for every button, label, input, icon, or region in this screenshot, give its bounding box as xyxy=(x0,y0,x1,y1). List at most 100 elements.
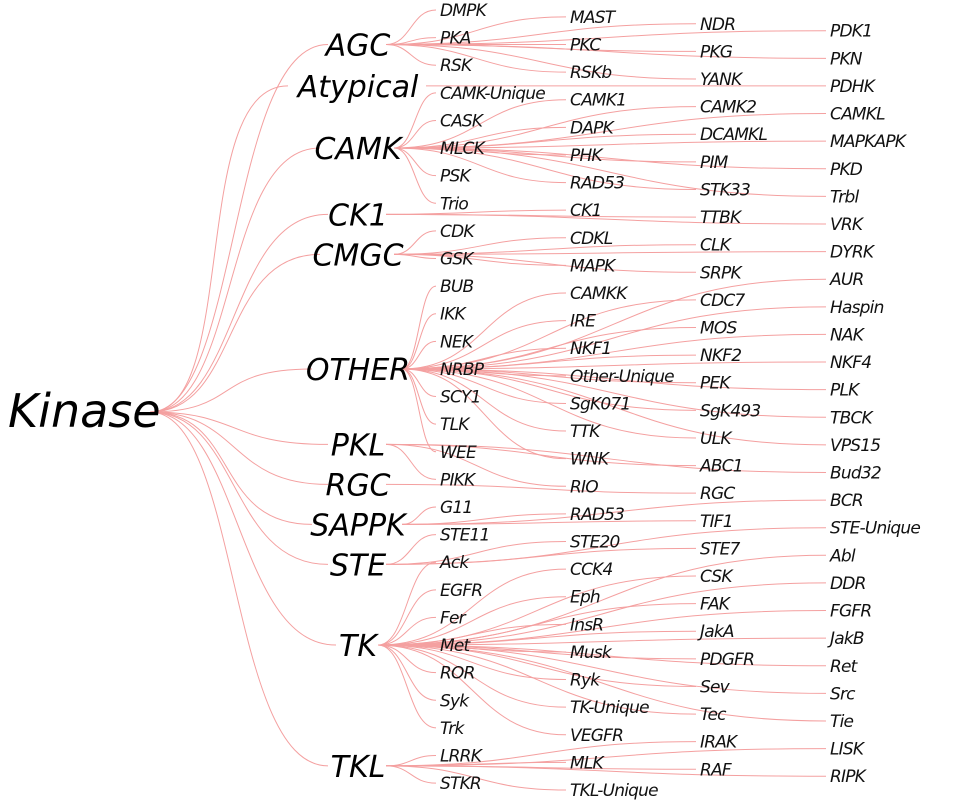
root-edge xyxy=(149,253,321,413)
leaf-label: Ryk xyxy=(570,671,601,691)
leaf-label: Src xyxy=(830,684,856,704)
leaf-label: InsR xyxy=(570,615,603,635)
root-label: Kinase xyxy=(8,384,161,438)
leaf-label: PKG xyxy=(700,42,733,62)
leaf-edge xyxy=(385,44,827,59)
leaf-edge xyxy=(377,561,437,646)
leaf-label: BUB xyxy=(440,277,474,297)
group-label-agc: AGC xyxy=(324,29,391,64)
leaf-edge xyxy=(401,368,697,439)
leaf-label: NKF2 xyxy=(700,346,741,366)
leaf-label: MAPK xyxy=(570,256,617,276)
leaf-label: STE-Unique xyxy=(830,519,920,539)
leaf-edge xyxy=(385,741,697,767)
leaf-label: STKR xyxy=(440,774,481,794)
leaf-label: CASK xyxy=(440,111,485,131)
leaf-edge xyxy=(385,765,827,777)
leaf-label: RGC xyxy=(700,484,735,504)
leaf-label: IRAK xyxy=(700,733,739,753)
leaf-label: JakA xyxy=(697,622,734,642)
leaf-label: PHK xyxy=(570,146,604,166)
leaf-label: ULK xyxy=(700,429,733,449)
leaf-label: PIKK xyxy=(440,470,477,490)
leaf-label: VEGFR xyxy=(570,726,623,746)
leaf-edge xyxy=(385,44,567,73)
leaf-label: CK1 xyxy=(570,201,601,221)
leaf-edge xyxy=(393,119,437,149)
leaf-label: CSK xyxy=(700,567,734,587)
leaf-label: Trio xyxy=(440,194,468,214)
leaf-edge xyxy=(385,443,697,467)
leaf-label: MLCK xyxy=(440,139,487,159)
leaf-label: Bud32 xyxy=(830,463,881,483)
leaf-label: JakB xyxy=(827,629,864,649)
leaf-edge xyxy=(385,44,697,80)
leaf-label: PEK xyxy=(700,374,732,394)
leaf-edge xyxy=(393,99,567,149)
leaf-edge xyxy=(401,361,827,370)
leaf-edge xyxy=(401,292,567,370)
leaf-edge xyxy=(377,644,827,722)
leaf-label: ROR xyxy=(440,664,475,684)
leaf-label: PDHK xyxy=(830,77,877,97)
leaf-edge xyxy=(377,568,567,646)
leaf-label: CDKL xyxy=(570,229,613,249)
leaf-edge xyxy=(377,644,827,694)
leaf-label: LRRK xyxy=(440,746,484,766)
leaf-label: STE20 xyxy=(570,533,620,553)
leaf-label: CLK xyxy=(700,236,733,256)
leaf-edge xyxy=(377,596,567,646)
leaf-edge xyxy=(385,9,437,46)
leaf-label: DMPK xyxy=(440,1,489,21)
leaf-label: PDK1 xyxy=(830,22,872,42)
leaf-edge xyxy=(401,368,567,432)
leaf-edge xyxy=(401,320,567,370)
leaf-edge xyxy=(385,209,567,215)
leaf-edge xyxy=(401,340,437,370)
leaf-label: CAMK1 xyxy=(570,91,626,111)
leaf-edge xyxy=(393,126,567,149)
leaf-label: VRK xyxy=(830,215,865,235)
leaf-label: NRBP xyxy=(440,360,485,380)
leaf-edge xyxy=(401,313,437,370)
leaf-edge xyxy=(377,644,437,701)
root-edge xyxy=(149,411,313,525)
root-edge xyxy=(149,411,337,646)
leaf-edge xyxy=(401,368,567,404)
group-label-rgc: RGC xyxy=(325,468,390,503)
leaf-edge xyxy=(377,644,697,715)
leaf-label: FAK xyxy=(700,595,732,615)
leaf-label: SCY1 xyxy=(440,388,481,408)
leaf-label: YANK xyxy=(700,70,744,90)
leaf-label: Ack xyxy=(439,553,470,573)
leaf-label: PDGFR xyxy=(700,650,754,670)
leaf-label: PIM xyxy=(700,153,729,173)
leaf-label: PLK xyxy=(830,381,861,401)
leaf-edge xyxy=(377,603,697,646)
leaf-label: EGFR xyxy=(440,581,482,601)
leaf-label: GSK xyxy=(440,249,475,269)
leaf-label: TLK xyxy=(440,415,471,435)
leaf-label: LISK xyxy=(830,740,866,760)
group-label-ste: STE xyxy=(330,548,386,583)
leaf-label: DCAMKL xyxy=(700,125,767,145)
leaf-label: TK-Unique xyxy=(570,698,649,718)
root-edge xyxy=(149,213,329,413)
leaf-label: NKF4 xyxy=(830,353,871,373)
group-label-sappk: SAPPK xyxy=(310,508,408,543)
leaf-edge xyxy=(393,147,437,204)
root-edge xyxy=(149,411,329,445)
leaf-label: G11 xyxy=(440,498,472,518)
leaf-label: RAD53 xyxy=(570,505,624,525)
leaf-label: CDK xyxy=(440,222,476,242)
leaf-label: NDR xyxy=(700,15,735,35)
leaf-edge xyxy=(401,506,437,525)
leaf-label: RAD53 xyxy=(570,174,624,194)
leaf-label: IRE xyxy=(570,312,596,332)
leaf-edge xyxy=(377,644,567,736)
leaf-label: Tec xyxy=(700,705,727,725)
leaf-label: SRPK xyxy=(700,263,743,283)
leaf-label: Abl xyxy=(829,546,856,566)
